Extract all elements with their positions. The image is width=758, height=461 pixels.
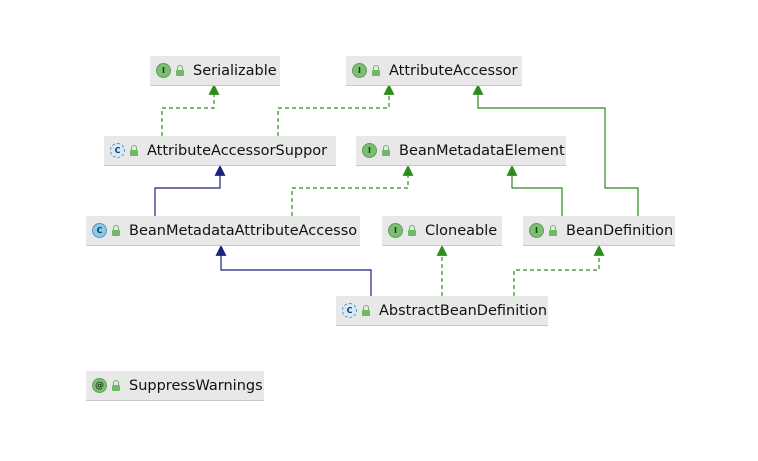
- edge-bmaa-implements-bme: [291, 164, 414, 216]
- interface-icon: I: [156, 63, 171, 78]
- interface-icon: I: [388, 223, 403, 238]
- lock-icon: [382, 144, 390, 156]
- node-attribute-accessor[interactable]: I AttributeAccessor: [346, 56, 522, 86]
- node-abstract-bean-definition[interactable]: C AbstractBeanDefinition: [336, 296, 548, 326]
- edge-bd-extends-bme: [506, 164, 563, 216]
- interface-icon: I: [529, 223, 544, 238]
- node-label: BeanMetadataElement: [399, 142, 565, 159]
- node-suppress-warnings[interactable]: @ SuppressWarnings: [86, 371, 264, 401]
- annotation-icon: @: [92, 378, 107, 393]
- node-bean-metadata-attribute-accessor[interactable]: C BeanMetadataAttributeAccesso: [86, 216, 360, 246]
- class-icon: C: [92, 223, 107, 238]
- edge-bmaa-extends-aas: [154, 164, 226, 216]
- lock-icon: [112, 379, 120, 391]
- abstract-class-icon: C: [342, 303, 357, 318]
- node-label: AttributeAccessor: [389, 62, 518, 79]
- node-label: AbstractBeanDefinition: [379, 302, 548, 319]
- edge-aas-implements-serializable: [161, 83, 220, 136]
- edge-aas-implements-attribute-accessor: [277, 83, 395, 136]
- interface-icon: I: [362, 143, 377, 158]
- lock-icon: [408, 224, 416, 236]
- lock-icon: [130, 144, 138, 156]
- edge-bd-extends-attribute-accessor: [472, 83, 639, 216]
- node-label: AttributeAccessorSuppor: [147, 142, 328, 159]
- node-bean-definition[interactable]: I BeanDefinition: [523, 216, 675, 246]
- edge-abd-extends-bmaa: [215, 244, 372, 296]
- node-cloneable[interactable]: I Cloneable: [382, 216, 502, 246]
- interface-icon: I: [352, 63, 367, 78]
- node-label: BeanMetadataAttributeAccesso: [129, 222, 358, 239]
- abstract-class-icon: C: [110, 143, 125, 158]
- node-serializable[interactable]: I Serializable: [150, 56, 280, 86]
- node-label: Cloneable: [425, 222, 498, 239]
- lock-icon: [362, 304, 370, 316]
- lock-icon: [176, 64, 184, 76]
- node-attribute-accessor-support[interactable]: C AttributeAccessorSuppor: [104, 136, 336, 166]
- lock-icon: [549, 224, 557, 236]
- lock-icon: [372, 64, 380, 76]
- node-label: Serializable: [193, 62, 277, 79]
- lock-icon: [112, 224, 120, 236]
- node-label: BeanDefinition: [566, 222, 674, 239]
- node-label: SuppressWarnings: [129, 377, 263, 394]
- edge-abd-implements-bd: [513, 244, 605, 296]
- node-bean-metadata-element[interactable]: I BeanMetadataElement: [356, 136, 566, 166]
